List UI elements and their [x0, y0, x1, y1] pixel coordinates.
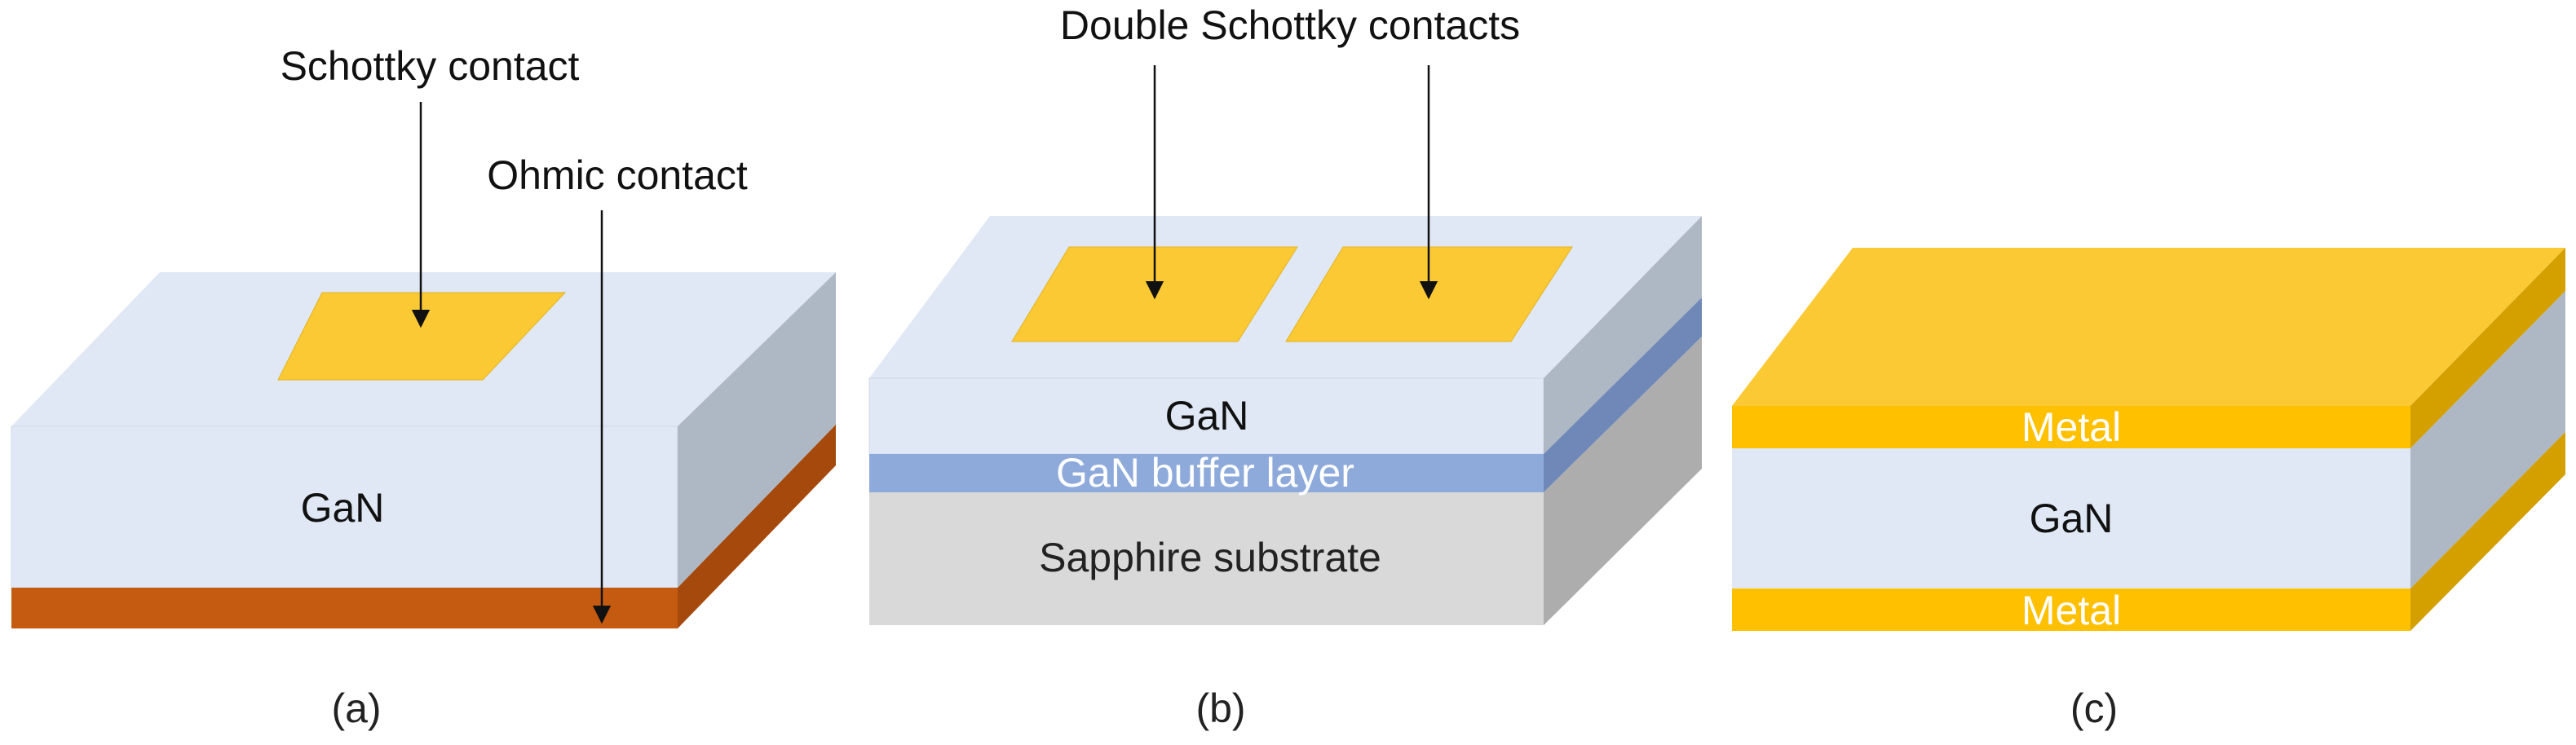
panel-a-ohmic-side-face: [678, 425, 836, 628]
panel-b-contacts-label: Double Schottky contacts: [1060, 2, 1520, 48]
panel-a-ohmic-front-face: [11, 588, 678, 628]
panel-c-top-metal-side-face: [2410, 248, 2565, 448]
panel-c-top-metal-label: Metal: [2021, 404, 2121, 450]
panel-c: Metal GaN Metal (c): [1732, 248, 2565, 731]
panel-b-buffer-side-face: [1544, 298, 1702, 492]
panel-a-ohmic-label: Ohmic contact: [487, 152, 748, 198]
panel-b-gan-front-face: [868, 377, 1544, 455]
panel-c-gan-label: GaN: [2030, 496, 2114, 541]
panel-b-sapphire-side-face: [1544, 337, 1702, 625]
panel-b-sapphire-front-face: [869, 492, 1544, 625]
panel-c-bottom-metal-side-face: [2410, 432, 2565, 631]
panel-b-substrate-label: Sapphire substrate: [1039, 535, 1381, 580]
panel-b-gan-side-face: [1544, 216, 1702, 454]
panel-a-schottky-pad: [277, 292, 567, 381]
panel-a-caption: (a): [331, 685, 381, 731]
panel-c-top-metal-top-face: [1732, 248, 2565, 406]
panel-c-gan-front-face: [1732, 448, 2410, 589]
panel-a: GaN Schottky contact Ohmic contact (a): [11, 43, 836, 731]
panel-c-bottom-metal-front-face: [1732, 589, 2410, 631]
panel-b-caption: (b): [1195, 685, 1245, 731]
panel-c-top-metal-front-face: [1732, 406, 2410, 448]
panel-c-caption: (c): [2070, 685, 2118, 731]
panel-a-gan-label: GaN: [301, 485, 385, 531]
panel-c-gan-side-face: [2410, 291, 2565, 589]
panel-a-gan-side-face: [678, 272, 836, 588]
panel-c-bottom-metal-label: Metal: [2021, 588, 2121, 633]
panel-b-buffer-front-face: [869, 454, 1544, 492]
panel-b-gan-label: GaN: [1165, 393, 1249, 439]
panel-a-schottky-label: Schottky contact: [281, 43, 580, 89]
panel-b: GaN GaN buffer layer Sapphire substrate …: [868, 2, 1702, 731]
panel-b-buffer-label: GaN buffer layer: [1056, 450, 1354, 496]
